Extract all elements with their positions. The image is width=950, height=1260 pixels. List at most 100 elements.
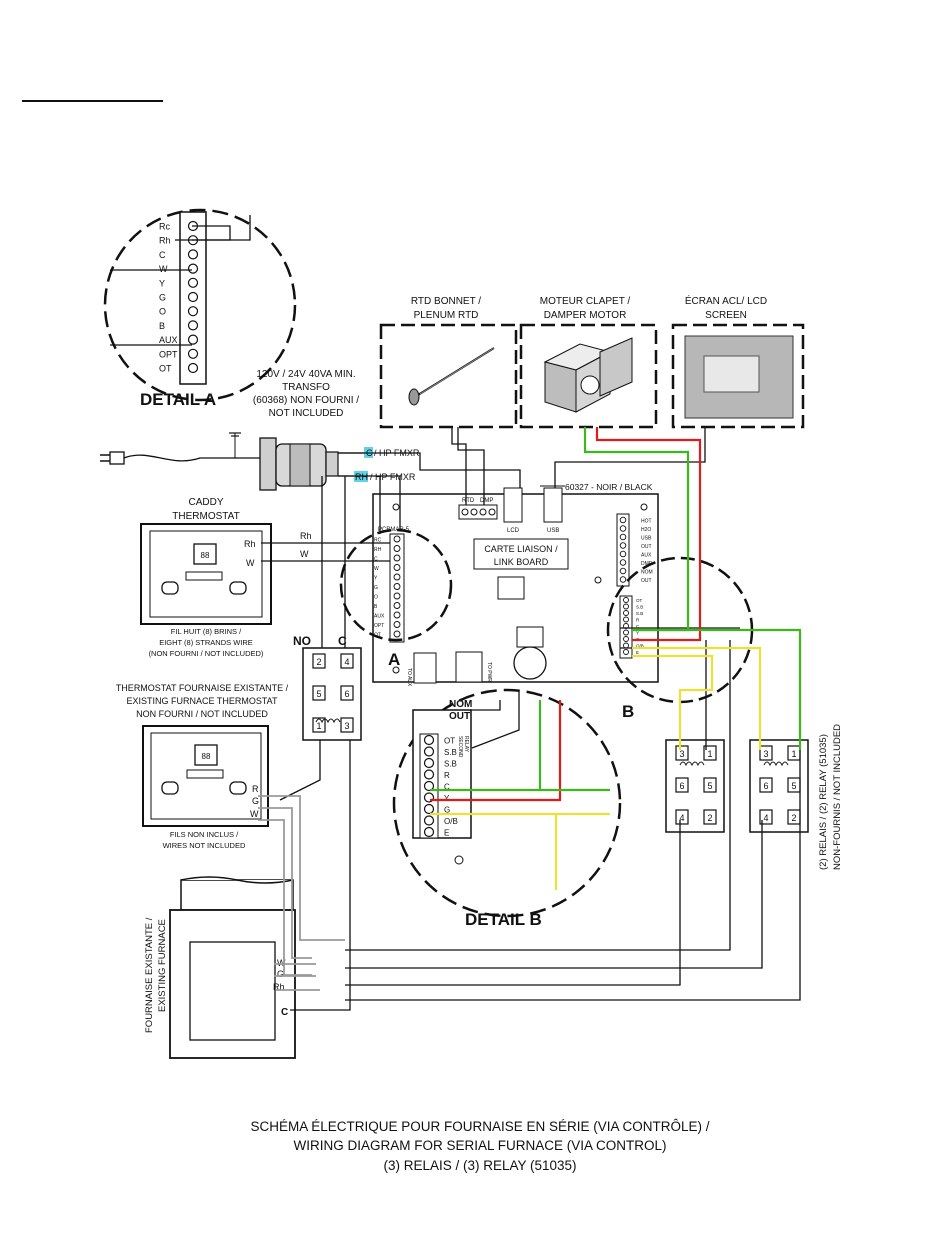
existing-title-3: NON FOURNI / NOT INCLUDED xyxy=(136,709,268,719)
detail-a-terminal-label: Rc xyxy=(159,222,170,232)
board-right-bottom-screw xyxy=(623,642,629,649)
gray-wires xyxy=(258,795,345,991)
relay-pin-label: 4 xyxy=(763,813,768,823)
relay-pin-label: 3 xyxy=(763,749,768,759)
board-right-top-screw xyxy=(619,550,627,558)
relay-pin-label: 6 xyxy=(679,781,684,791)
relays-note-2: NON-FOURNIS / NOT INCLUDED xyxy=(832,724,843,870)
black-wires xyxy=(279,427,801,1011)
board-left-terminal-label: RC xyxy=(374,538,382,544)
board-right-bottom-screw xyxy=(623,616,629,623)
board-right-top-screw xyxy=(619,516,627,524)
hp-rh-tag: RH xyxy=(355,472,368,482)
lcd-label-2: SCREEN xyxy=(705,310,747,321)
board-right-bottom-label: Y xyxy=(636,631,639,636)
detail-a-terminal-screw xyxy=(187,320,199,331)
detail-b-terminal-label: G xyxy=(444,806,450,815)
detail-a-terminal-screw xyxy=(187,348,199,359)
caddy-wire-rh: Rh xyxy=(300,531,312,541)
detail-b-terminal-label: OT xyxy=(444,737,455,746)
damper-box xyxy=(519,323,658,429)
caption-line-3: (3) RELAIS / (3) RELAY (51035) xyxy=(383,1158,576,1173)
board-right-bottom-screw xyxy=(623,597,629,603)
board-left-terminal-screw xyxy=(393,611,401,619)
detail-a-terminal-screw xyxy=(187,291,199,303)
board-left-terminal-label: O xyxy=(374,595,378,601)
board-cable-label: 60327 - NOIR / BLACK xyxy=(565,482,653,492)
detail-b-terminal-screw xyxy=(423,803,435,815)
detail-b-circle xyxy=(392,688,622,918)
board-left-terminal-label: B xyxy=(374,604,378,610)
detail-a-title: DETAIL A xyxy=(140,390,216,409)
hp-rh-text: / HP FMXR xyxy=(370,472,416,482)
existing-title-2: EXISTING FURNACE THERMOSTAT xyxy=(126,696,278,706)
yellow-wires xyxy=(430,646,762,890)
board-right-bottom-screw xyxy=(623,649,629,655)
existing-w-terminal: W xyxy=(250,809,259,819)
board-left-terminal-screw xyxy=(393,535,401,543)
rtd-label-1: RTD BONNET / xyxy=(411,296,481,307)
board-left-terminal-label: RH xyxy=(374,547,382,553)
board-left-terminal-screw xyxy=(393,602,401,609)
board-left-terminal-label: C xyxy=(374,557,378,563)
transformer xyxy=(259,437,339,491)
detail-a-terminal-label: O xyxy=(159,307,166,317)
furnace-c: C xyxy=(281,1007,288,1018)
relay-pin xyxy=(703,809,717,825)
existing-thermostat: THERMOSTAT FOURNAISE EXISTANTE / EXISTIN… xyxy=(116,683,289,850)
board-usb-label: USB xyxy=(547,528,559,534)
board-left-terminal-screw xyxy=(393,545,401,552)
board-left-terminal-screw xyxy=(393,573,401,581)
caddy-note-1: FIL HUIT (8) BRINS / xyxy=(171,627,242,636)
board-left-terminal-label: AUX xyxy=(374,614,385,620)
relays-note-1: (2) RELAIS / (2) RELAY (51035) xyxy=(818,734,829,870)
board-right-top-label: NOM xyxy=(641,570,653,576)
relay-pin-label: 5 xyxy=(316,689,321,699)
existing-display xyxy=(194,744,218,766)
relay-pin xyxy=(759,745,773,761)
board-right-top-screw xyxy=(619,542,627,549)
relay-pin xyxy=(759,809,773,825)
detail-a-terminal-label: G xyxy=(159,293,166,303)
detail-b-heading-1: NOM xyxy=(449,699,472,710)
caddy-w-terminal: W xyxy=(246,558,255,568)
caddy-note-3: (NON FOURNI / NOT INCLUDED) xyxy=(149,649,264,658)
link-board-label-1: CARTE LIAISON / xyxy=(484,544,558,554)
relay-left-no: NO xyxy=(293,634,311,648)
transformer-line-1: 120V / 24V 40VA MIN. xyxy=(256,369,355,380)
detail-b-terminal-screw xyxy=(423,769,435,780)
relay-pin-label: 2 xyxy=(791,813,796,823)
detail-a-terminal-label: AUX xyxy=(159,335,178,345)
furnace-label-1: FOURNAISE EXISTANTE / xyxy=(144,917,155,1033)
existing-g-terminal: G xyxy=(252,796,259,806)
detail-b-side-label: RELAY xyxy=(463,736,469,753)
board-right-top-screw xyxy=(619,525,627,532)
caption-line-2: WIRING DIAGRAM FOR SERIAL FURNACE (VIA C… xyxy=(293,1138,666,1153)
board-left-terminal-screw xyxy=(393,592,401,600)
detail-a-circle xyxy=(103,208,297,402)
board-right-top-label: OUT xyxy=(641,578,652,584)
lcd-box xyxy=(671,323,805,429)
board-left-terminal-screw xyxy=(393,554,401,562)
transformer-line-4: NOT INCLUDED xyxy=(269,408,344,419)
detail-b-terminal-label: Y xyxy=(444,794,450,803)
rtd-label-2: PLENUM RTD xyxy=(414,310,479,321)
existing-title-1: THERMOSTAT FOURNAISE EXISTANTE / xyxy=(116,683,289,693)
detail-b-terminal-label: S.B xyxy=(444,760,457,769)
board-right-top-screw xyxy=(619,567,627,575)
relay-pin xyxy=(675,809,689,825)
board-right-bottom-label: S.B xyxy=(636,605,643,610)
board-right-bottom-screw xyxy=(623,603,629,610)
detail-a-terminal-screw xyxy=(187,263,199,274)
board-right-bottom-screw xyxy=(623,610,629,616)
detail-b-terminal-label: C xyxy=(444,783,450,792)
relay-pin-label: 4 xyxy=(344,657,349,667)
detail-a-terminal-label: Y xyxy=(159,278,165,288)
board-right-top-label: HOT xyxy=(641,519,652,525)
detail-a-terminal-label: OT xyxy=(159,364,172,374)
board-right-bottom-label: OT xyxy=(636,598,643,603)
board-left-terminal-label: Y xyxy=(374,576,378,582)
relay-pin-label: 5 xyxy=(707,781,712,791)
